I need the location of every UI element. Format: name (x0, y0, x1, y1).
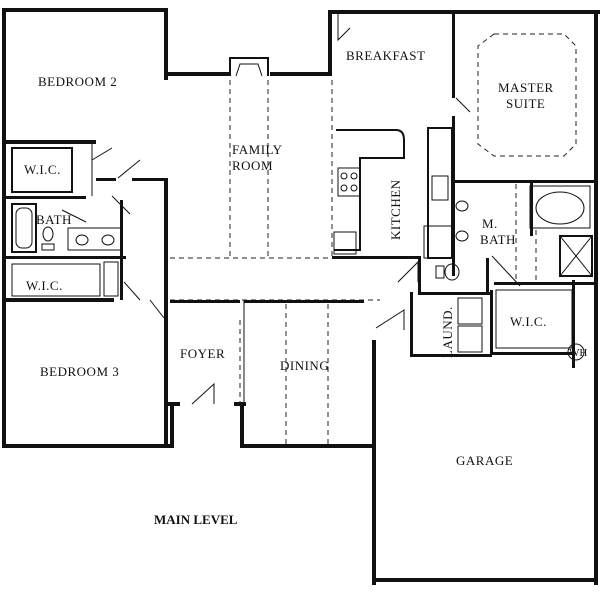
bath-area (6, 200, 126, 300)
powder-room (418, 256, 490, 295)
label-master-wic: W.I.C. (510, 314, 547, 329)
laundry-area (375, 292, 492, 357)
label-wic-lower: W.I.C. (26, 278, 63, 293)
label-bedroom-3: BEDROOM 3 (40, 364, 119, 379)
plan-title: MAIN LEVEL (154, 512, 238, 527)
label-dining: DINING (280, 358, 329, 373)
wic-lower-area (6, 261, 165, 319)
label-master-suite-line2: SUITE (506, 96, 545, 111)
label-master-suite-line1: MASTER (498, 80, 554, 95)
master-suite-area (452, 14, 598, 276)
label-foyer: FOYER (180, 346, 225, 361)
master-wic-area (490, 280, 585, 368)
label-water-heater: WH (569, 347, 587, 359)
label-bath: BATH (36, 212, 72, 227)
label-garage: GARAGE (456, 453, 513, 468)
bedroom-2-area (6, 140, 166, 215)
fireplace (229, 57, 269, 77)
family-room-guides (170, 80, 380, 301)
foyer-dining-area (170, 300, 364, 444)
exterior-walls (2, 8, 600, 585)
label-m-bath-line2: BATH (480, 232, 516, 247)
label-kitchen: KITCHEN (388, 179, 403, 240)
label-wic-upper: W.I.C. (24, 162, 61, 177)
label-m-bath-line1: M. (482, 216, 498, 231)
label-laundry: LAUND. (440, 306, 455, 358)
label-family-room-line2: ROOM (232, 158, 273, 173)
master-bath-area (455, 182, 598, 287)
label-bedroom-2: BEDROOM 2 (38, 74, 117, 89)
label-family-room-line1: FAMILY (232, 142, 283, 157)
label-breakfast: BREAKFAST (346, 48, 425, 63)
